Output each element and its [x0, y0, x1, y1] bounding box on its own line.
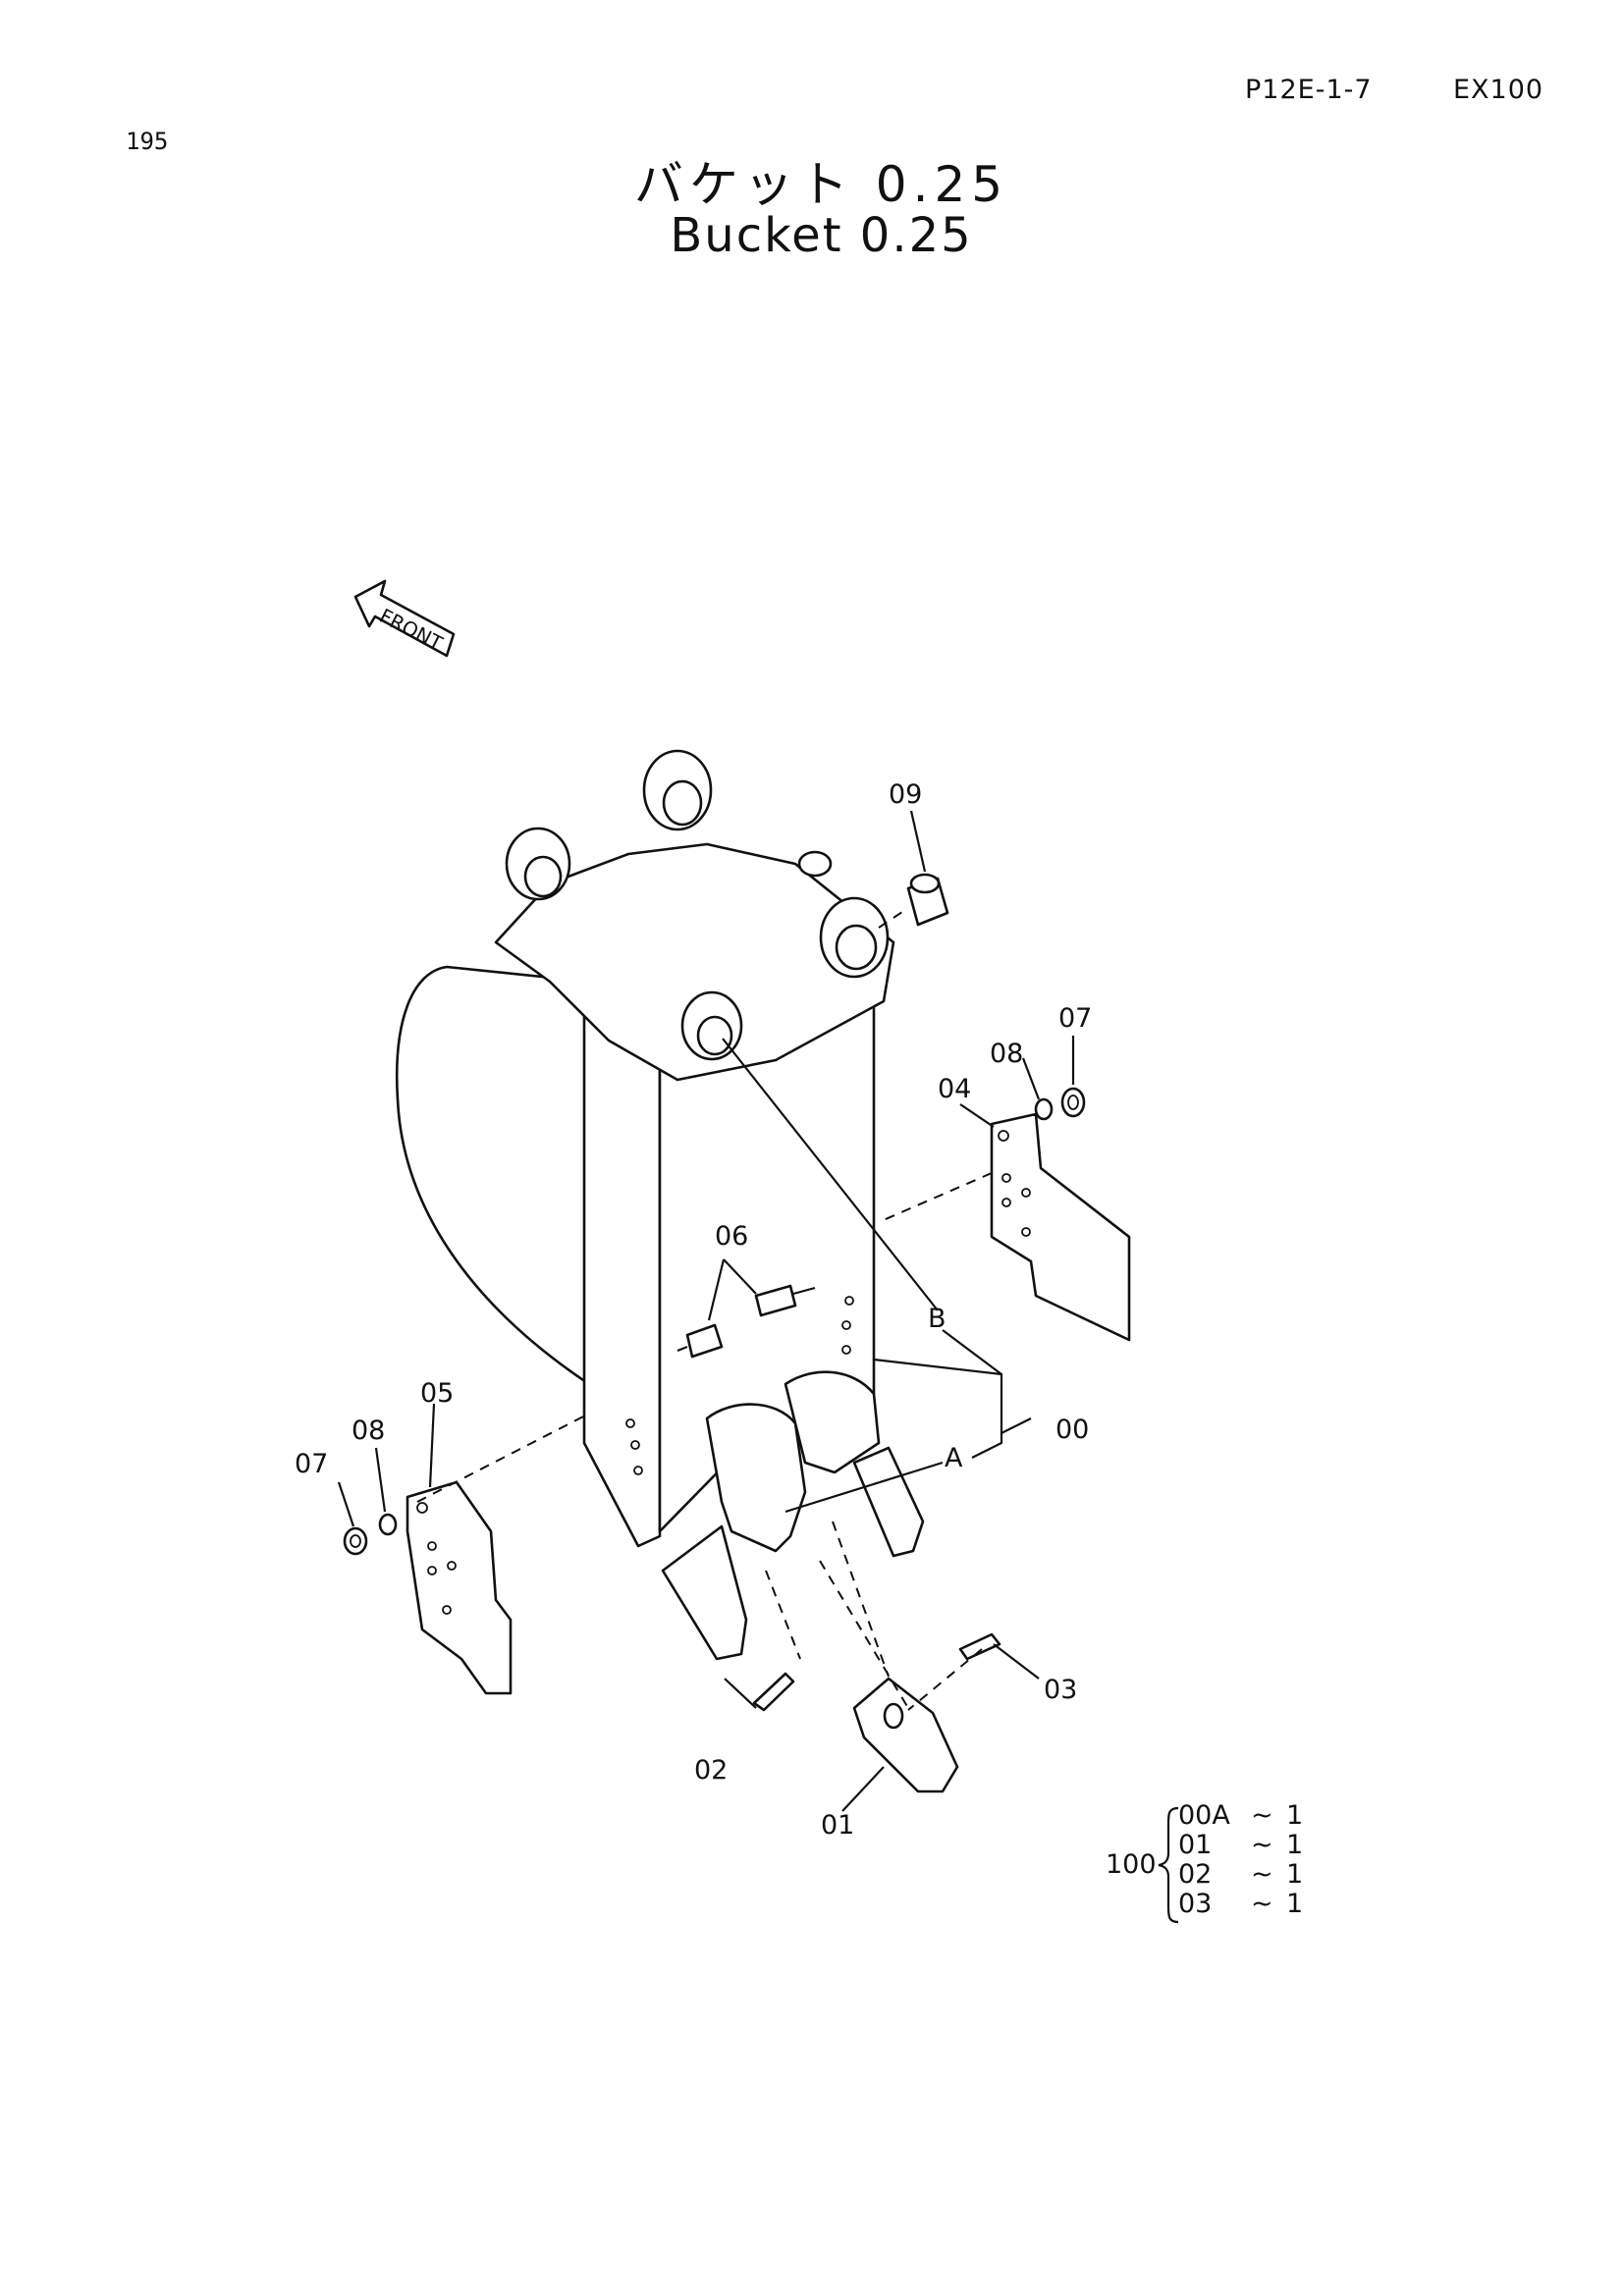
kit-part: 02 [1178, 1859, 1213, 1890]
callout-04: 04 [938, 1074, 971, 1104]
bucket-body [396, 749, 925, 1661]
kit-number: 100 [1106, 1849, 1157, 1880]
machine-model: EX100 [1453, 75, 1544, 105]
kit-part: 00A [1178, 1800, 1230, 1831]
kit-row: 01 ~ 1 [1178, 1830, 1304, 1860]
callout-02: 02 [694, 1755, 728, 1786]
title-japanese: バケット 0.25 [633, 156, 1009, 213]
bushing-09 [906, 873, 949, 927]
kit-sep: ~ [1251, 1830, 1273, 1860]
callout-06: 06 [715, 1221, 748, 1252]
kit-sep: ~ [1251, 1889, 1273, 1919]
callout-b: B [928, 1304, 947, 1334]
side-cutter-05 [406, 1480, 513, 1695]
callout-08-left: 08 [352, 1415, 385, 1446]
page-number: 195 [126, 128, 169, 155]
callout-07-left: 07 [295, 1449, 328, 1479]
title-english: Bucket 0.25 [670, 208, 973, 263]
callout-07-right: 07 [1058, 1003, 1092, 1034]
lock-03 [958, 1632, 1001, 1661]
nut-07-left [343, 1526, 368, 1556]
callout-01: 01 [821, 1810, 854, 1841]
callout-05: 05 [420, 1378, 454, 1409]
washer-08-right [1034, 1097, 1054, 1121]
nut-07-right [1060, 1087, 1086, 1118]
kit-qty: 1 [1286, 1859, 1304, 1890]
bolt-06-lower [676, 1323, 724, 1359]
callout-08-right: 08 [990, 1039, 1023, 1069]
kit-part: 01 [1178, 1830, 1213, 1860]
washer-08-left [378, 1513, 398, 1536]
side-cutter-04 [990, 1112, 1131, 1342]
kit-row: 03 ~ 1 [1178, 1889, 1304, 1919]
callout-00: 00 [1055, 1415, 1089, 1445]
kit-brace [1158, 1806, 1179, 1924]
kit-list: 00A ~ 1 01 ~ 1 02 ~ 1 03 ~ 1 [1178, 1800, 1304, 1919]
callout-a: A [945, 1443, 963, 1473]
callout-03: 03 [1044, 1675, 1077, 1705]
kit-qty: 1 [1286, 1800, 1304, 1831]
leader-lines [337, 810, 1075, 1812]
kit-qty: 1 [1286, 1830, 1304, 1860]
kit-sep: ~ [1251, 1859, 1273, 1890]
kit-sep: ~ [1251, 1800, 1273, 1831]
kit-qty: 1 [1286, 1889, 1304, 1919]
tooth-01 [852, 1677, 959, 1793]
front-arrow-icon: FRONT [353, 579, 456, 658]
kit-row: 00A ~ 1 [1178, 1800, 1304, 1831]
pin-02 [752, 1672, 795, 1712]
diagram-code: P12E-1-7 [1245, 75, 1373, 105]
callout-09: 09 [889, 779, 922, 810]
kit-row: 02 ~ 1 [1178, 1859, 1304, 1890]
bolt-06-upper [754, 1284, 816, 1317]
kit-part: 03 [1178, 1889, 1213, 1919]
